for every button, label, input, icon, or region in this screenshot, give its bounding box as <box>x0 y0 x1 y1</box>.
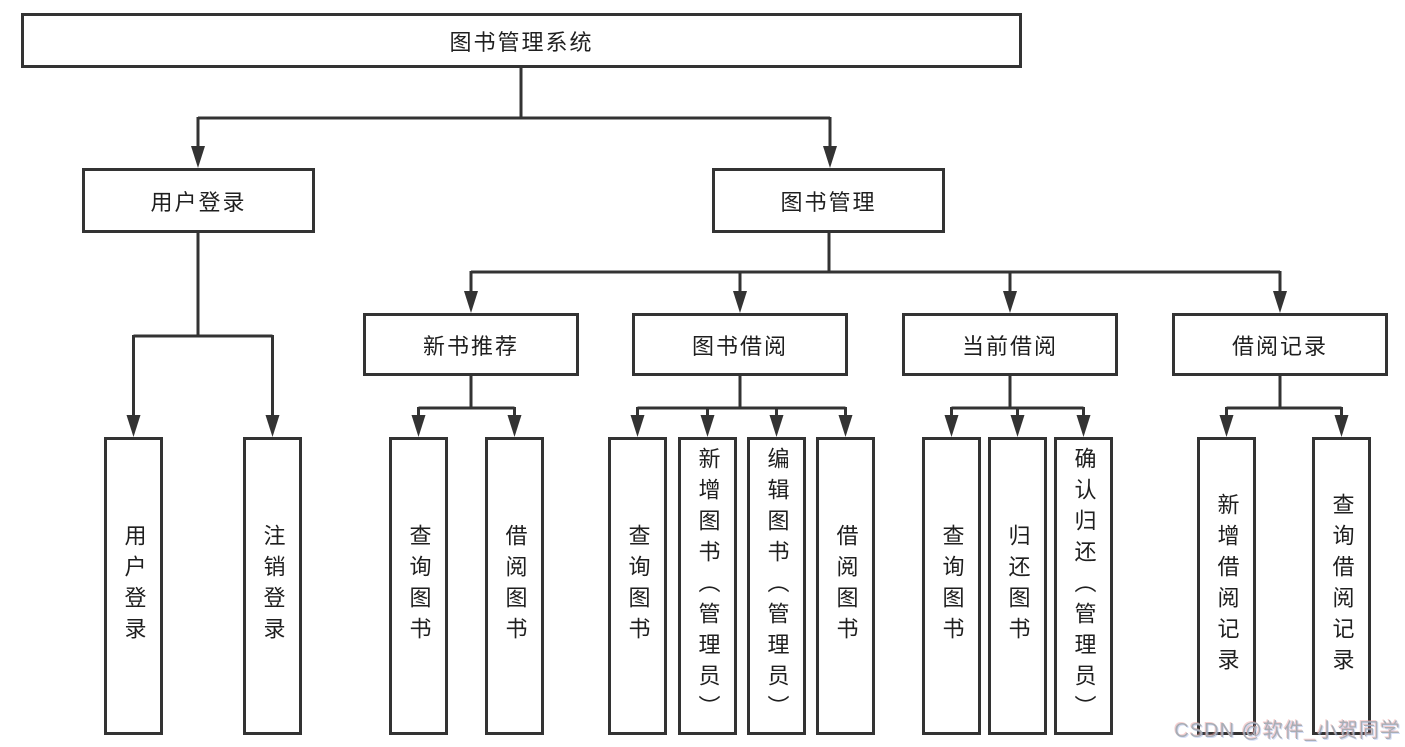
leaf-return-books: 归还图书 <box>988 437 1047 735</box>
node-label: 借阅记录 <box>1231 333 1328 359</box>
node-label: 查询图书 <box>625 524 651 648</box>
node-label: 用户登录 <box>150 189 247 215</box>
csdn-watermark: CSDN @软件_小贺同学 <box>1174 720 1401 742</box>
leaf-borrow-books: 借阅图书 <box>816 437 875 735</box>
node-root-system: 图书管理系统 <box>21 13 1022 68</box>
node-label: 注销登录 <box>260 524 286 648</box>
node-label: 新增借阅记录 <box>1214 493 1240 679</box>
node-user-login: 用户登录 <box>82 168 315 233</box>
node-borrowing-records: 借阅记录 <box>1172 313 1388 376</box>
leaf-query-borrow-record: 查询借阅记录 <box>1312 437 1371 735</box>
node-label: 图书管理 <box>780 189 877 215</box>
node-label: 新书推荐 <box>422 333 519 359</box>
leaf-query-books-borrow: 查询图书 <box>608 437 667 735</box>
node-label: 新增图书（管理员） <box>695 446 721 726</box>
node-label: 查询借阅记录 <box>1329 493 1355 679</box>
node-label: 编辑图书（管理员） <box>764 446 790 726</box>
node-book-borrowing: 图书借阅 <box>632 313 848 376</box>
leaf-confirm-return-admin: 确认归还（管理员） <box>1054 437 1113 735</box>
leaf-user-login: 用户登录 <box>104 437 163 735</box>
node-label: 查询图书 <box>406 524 432 648</box>
node-label: 用户登录 <box>121 524 147 648</box>
leaf-logout: 注销登录 <box>243 437 302 735</box>
node-label: 借阅图书 <box>502 524 528 648</box>
node-current-borrowing: 当前借阅 <box>902 313 1118 376</box>
node-book-management: 图书管理 <box>712 168 945 233</box>
node-label: 确认归还（管理员） <box>1071 446 1097 726</box>
node-label: 查询图书 <box>939 524 965 648</box>
leaf-edit-books-admin: 编辑图书（管理员） <box>747 437 806 735</box>
node-label: 归还图书 <box>1005 524 1031 648</box>
leaf-add-books-admin: 新增图书（管理员） <box>678 437 737 735</box>
node-label: 图书管理系统 <box>449 29 594 55</box>
leaf-query-books-newbook: 查询图书 <box>389 437 448 735</box>
node-label: 图书借阅 <box>691 333 788 359</box>
leaf-add-borrow-record: 新增借阅记录 <box>1197 437 1256 735</box>
leaf-query-books-current: 查询图书 <box>922 437 981 735</box>
leaf-borrow-books-newbook: 借阅图书 <box>485 437 544 735</box>
node-label: 当前借阅 <box>961 333 1058 359</box>
node-label: 借阅图书 <box>833 524 859 648</box>
node-new-book-recommendation: 新书推荐 <box>363 313 579 376</box>
